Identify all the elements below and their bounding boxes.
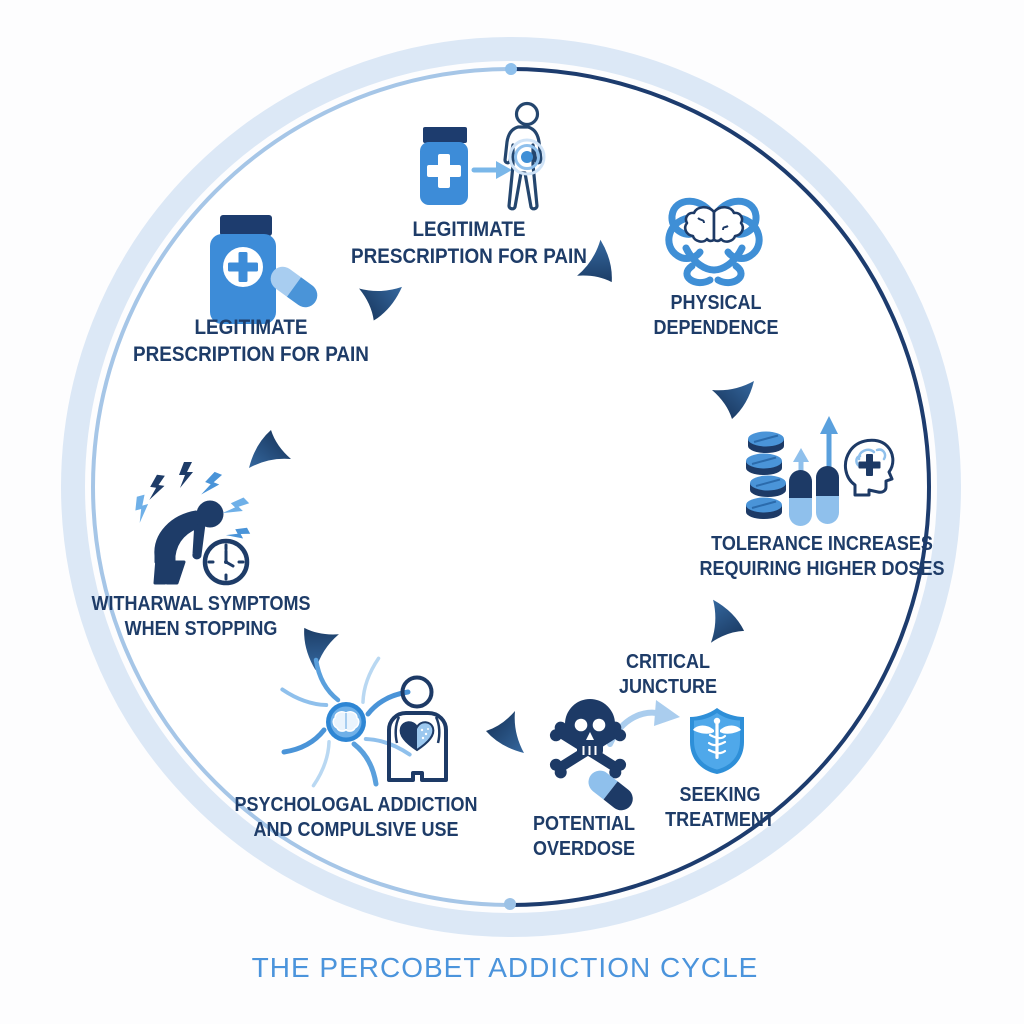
label-line: PHYSICAL — [670, 292, 762, 314]
label-line: PSYCHOLOGAL ADDICTION — [234, 794, 478, 816]
label-line: LEGITIMATE — [412, 218, 526, 241]
medical-shield-caduceus-icon — [690, 708, 744, 774]
pain-bolts-icon — [135, 462, 251, 539]
hunched-person-icon — [153, 500, 224, 585]
label-psychological-addiction: PSYCHOLOGAL ADDICTION AND COMPULSIVE USE — [234, 793, 477, 843]
brain-icon — [683, 205, 745, 243]
label-legitimate-prescription-left: LEGITIMATE PRESCRIPTION FOR PAIN — [133, 314, 369, 368]
label-critical-juncture: CRITICAL JUNCTURE — [619, 650, 717, 700]
label-potential-overdose: POTENTIAL OVERDOSE — [533, 812, 635, 862]
label-line: LEGITIMATE — [194, 316, 308, 339]
label-line: JUNCTURE — [618, 676, 718, 698]
label-legitimate-prescription-top: LEGITIMATE PRESCRIPTION FOR PAIN — [351, 216, 587, 270]
label-line: TREATMENT — [665, 809, 775, 831]
label-physical-dependence: PHYSICAL DEPENDENCE — [653, 291, 778, 341]
label-line: OVERDOSE — [532, 838, 636, 860]
label-line: POTENTIAL — [532, 813, 635, 835]
label-line: WITHARWAL SYMPTOMS — [91, 593, 311, 615]
label-line: TOLERANCE INCREASES — [711, 533, 933, 555]
diagram-title: THE PERCOBET ADDICTION CYCLE — [251, 952, 759, 983]
label-seeking-treatment: SEEKING TREATMENT — [665, 783, 775, 833]
pill-bottle-icon-top — [420, 127, 468, 205]
label-line: DEPENDENCE — [653, 317, 779, 339]
brain-knot-icon — [665, 197, 763, 287]
outer-halo-ring — [61, 37, 961, 937]
overdose-capsule-icon — [588, 770, 633, 811]
label-tolerance-increases: TOLERANCE INCREASES REQUIRING HIGHER DOS… — [699, 532, 944, 582]
spiral-vortex-icon — [280, 656, 412, 788]
dose-capsules-icon — [789, 466, 839, 526]
label-withdrawal-symptoms: WITHARWAL SYMPTOMS WHEN STOPPING — [91, 592, 310, 642]
head-medication-icon — [843, 438, 895, 497]
skull-crossbones-icon — [549, 699, 627, 779]
label-line: REQUIRING HIGHER DOSES — [699, 558, 945, 580]
capsule-icon-left — [270, 266, 318, 308]
label-line: AND COMPULSIVE USE — [253, 819, 459, 841]
tablet-stack-icon — [746, 431, 786, 519]
label-line: CRITICAL — [625, 651, 710, 673]
clock-icon — [202, 538, 250, 586]
label-line: SEEKING — [679, 784, 761, 806]
torso-heart-icon — [387, 675, 448, 782]
label-line: PRESCRIPTION FOR PAIN — [133, 343, 369, 366]
cycle-ring-right — [510, 67, 931, 907]
ring-top-dot — [505, 63, 517, 75]
ring-bottom-dot — [504, 898, 516, 910]
patient-pain-icon — [503, 101, 546, 211]
label-line: WHEN STOPPING — [124, 618, 278, 640]
label-line: PRESCRIPTION FOR PAIN — [351, 245, 587, 268]
arrow-right-icon — [471, 161, 512, 179]
pill-bottle-icon-left — [210, 215, 276, 324]
cycle-ring-left — [91, 67, 512, 907]
